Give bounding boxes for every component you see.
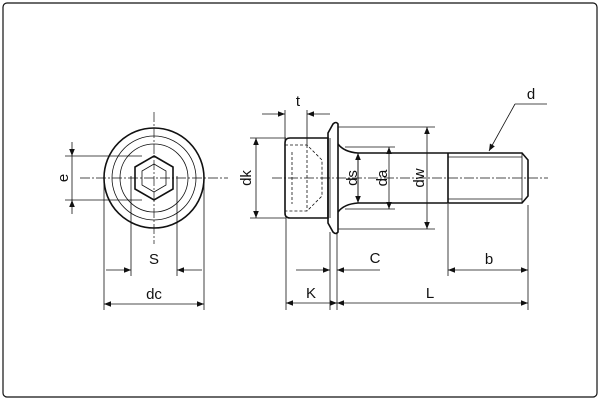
ds-label: ds	[344, 170, 361, 186]
b-label: b	[485, 251, 493, 268]
s-label: S	[149, 251, 159, 268]
thread-outline	[448, 152, 529, 204]
c-label: C	[370, 250, 381, 267]
hex-socket-inner	[141, 163, 167, 193]
socket-hidden-outline	[285, 144, 323, 212]
d-leader-line	[488, 103, 516, 152]
end-view: e S dc	[55, 112, 228, 310]
dk-label: dk	[238, 170, 255, 186]
flange	[327, 121, 339, 235]
hex-socket	[134, 155, 174, 201]
side-view: t dk ds da dw d K C	[238, 86, 548, 310]
e-label: e	[55, 174, 72, 182]
l-label: L	[426, 285, 434, 302]
head-circle	[111, 135, 197, 221]
socket-circle	[119, 143, 189, 213]
shank-bottom	[337, 202, 448, 213]
da-label: da	[374, 169, 391, 186]
k-label: K	[306, 285, 316, 302]
dw-label: dw	[411, 168, 428, 187]
d-label: d	[527, 86, 535, 103]
flange-circle	[103, 127, 205, 229]
t-label: t	[296, 93, 301, 110]
dc-label: dc	[146, 286, 162, 303]
shank-top	[337, 143, 448, 154]
